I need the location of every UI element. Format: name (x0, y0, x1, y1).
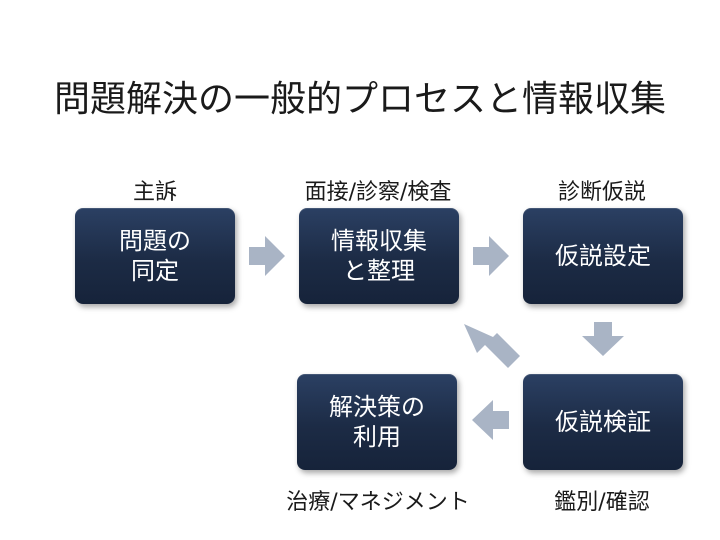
step-2-line-2: と整理 (343, 257, 415, 285)
label-step-2: 面接/診察/検査 (304, 180, 452, 205)
diagram-title: 問題解決の一般的プロセスと情報収集 (53, 79, 666, 120)
step-box-hypothesis-testing: 仮説検証 (523, 374, 683, 470)
step-box-problem-identification: 問題の 同定 (75, 208, 235, 304)
arrow-down (582, 322, 624, 356)
label-step-4: 鑑別/確認 (554, 490, 650, 515)
arrow-right-2 (473, 236, 509, 276)
step-box-solution-use: 解決策の 利用 (297, 374, 457, 470)
step-box-information-gathering: 情報収集 と整理 (299, 208, 459, 304)
step-box-hypothesis-setting: 仮説設定 (523, 208, 683, 304)
step-2-line-1: 情報収集 (331, 227, 427, 255)
arrow-diagonal-up-left (464, 324, 520, 368)
label-step-5: 治療/マネジメント (286, 490, 470, 515)
step-4-line-1: 仮説検証 (555, 408, 651, 436)
arrow-right-1 (249, 236, 285, 276)
label-step-3: 診断仮説 (557, 180, 646, 205)
step-3-line-1: 仮説設定 (555, 242, 651, 270)
label-step-1: 主訴 (132, 180, 177, 205)
arrow-left (472, 400, 509, 440)
step-5-line-1: 解決策の (329, 393, 425, 421)
step-1-line-1: 問題の (119, 227, 191, 255)
step-1-line-2: 同定 (131, 257, 179, 285)
step-5-line-2: 利用 (353, 423, 401, 451)
